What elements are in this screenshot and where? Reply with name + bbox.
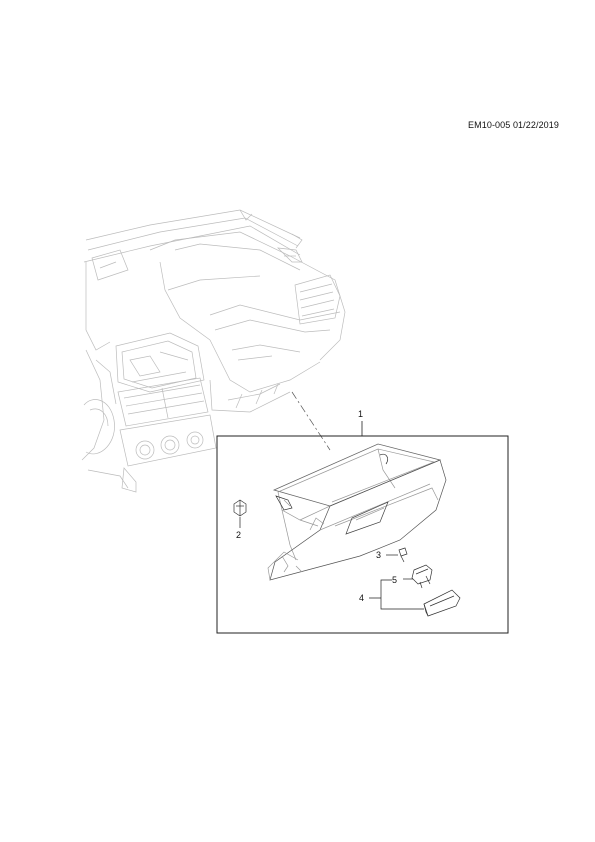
callout-3: 3: [376, 550, 381, 560]
callout-1: 1: [358, 409, 363, 419]
glovebox-assembly-frame: [216, 435, 509, 634]
callout-2: 2: [236, 530, 241, 540]
bumper-clip-part: [233, 499, 247, 517]
instrument-panel-illustration: [81, 209, 346, 493]
screw-part: [398, 547, 408, 563]
latch-part: [411, 564, 433, 589]
callout-5: 5: [392, 575, 397, 585]
callout-4: 4: [359, 593, 364, 603]
assembly-leader-line: [291, 391, 331, 451]
drawing-reference-code: EM10-005 01/22/2019: [468, 120, 559, 130]
glovebox-door-part: [267, 443, 447, 581]
callout-4-bracket: [369, 579, 424, 610]
handle-part: [423, 589, 461, 617]
